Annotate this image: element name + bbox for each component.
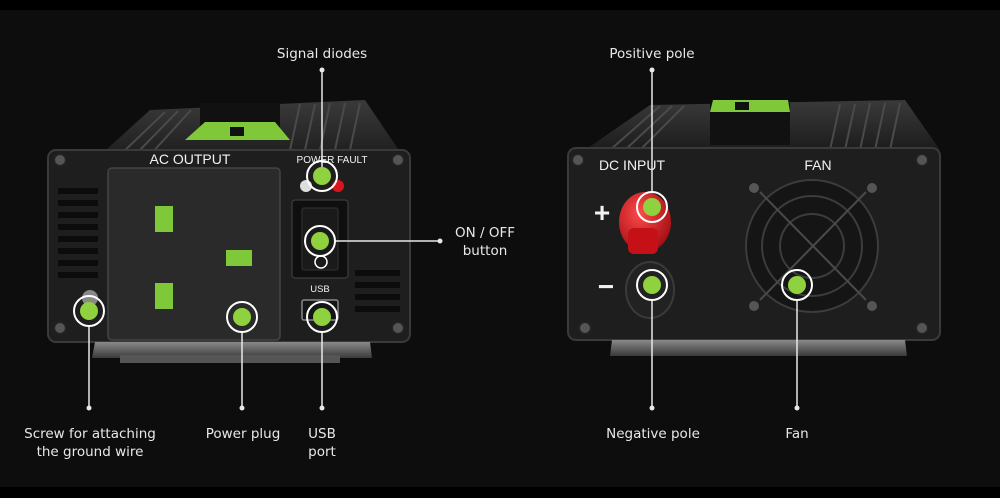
label-positive-pole: Positive pole (609, 46, 694, 62)
fan-grill (745, 179, 879, 313)
marker-usb-port[interactable] (306, 301, 338, 333)
plus-sign: + (594, 197, 610, 228)
power-fault-text: POWER FAULT (297, 155, 368, 166)
marker-positive-pole[interactable] (636, 191, 668, 223)
label-fan: Fan (785, 426, 808, 442)
marker-fan[interactable] (781, 269, 813, 301)
marker-signal-diodes[interactable] (306, 160, 338, 192)
marker-ground-screw[interactable] (73, 295, 105, 327)
ac-side-device: AC OUTPUT POWER FAULT USB (47, 100, 411, 363)
dc-input-text: DC INPUT (599, 157, 666, 173)
label-negative-pole: Negative pole (606, 426, 700, 442)
callout-line-ends (86, 67, 800, 411)
label-on-off-line1: ON / OFF (455, 225, 515, 241)
label-signal-diodes: Signal diodes (277, 46, 367, 62)
label-screw-line1: Screw for attaching (24, 426, 156, 442)
label-usb-line1: USB (308, 426, 336, 442)
markers (73, 160, 813, 333)
fan-panel-text: FAN (804, 157, 831, 173)
usb-panel-text: USB (310, 284, 330, 295)
label-on-off-line2: button (463, 243, 508, 259)
ac-socket (107, 167, 281, 341)
switch-off-symbol (314, 255, 328, 269)
marker-negative-pole[interactable] (636, 269, 668, 301)
label-usb-line2: port (308, 444, 336, 460)
marker-power-plug[interactable] (226, 301, 258, 333)
minus-sign: − (598, 271, 614, 302)
dc-side-device: DC INPUT FAN + − (567, 100, 941, 356)
ac-output-text: AC OUTPUT (150, 151, 231, 167)
label-screw-line2: the ground wire (37, 444, 144, 460)
label-power-plug: Power plug (206, 426, 281, 442)
callout-lines (88, 70, 798, 408)
